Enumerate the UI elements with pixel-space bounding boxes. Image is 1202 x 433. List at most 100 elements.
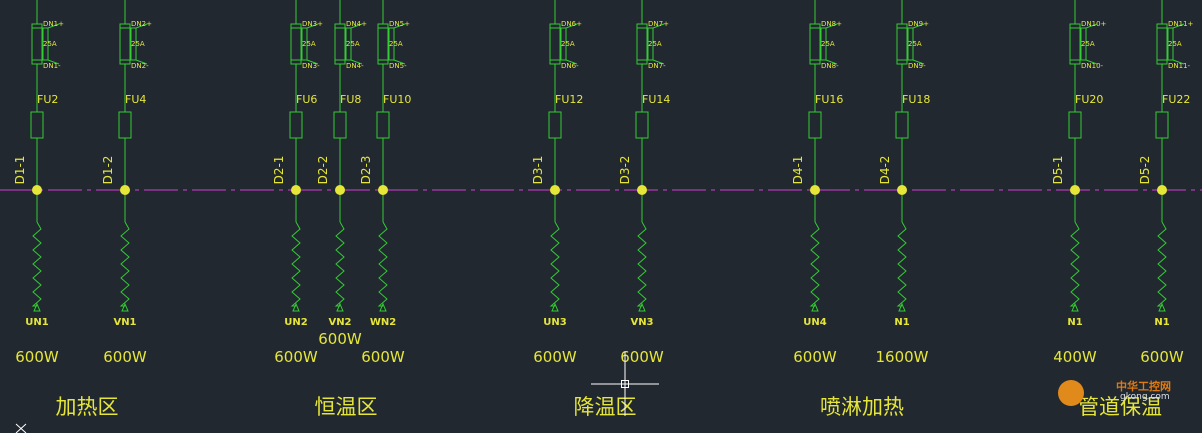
- rating-label: 25A: [1168, 40, 1182, 48]
- junction-dot: [1157, 185, 1167, 195]
- terminal-leader: [1172, 23, 1185, 29]
- breaker-contact: [560, 27, 567, 61]
- terminal-bottom-label: DN11-: [1168, 62, 1191, 70]
- terminal-block: [334, 23, 346, 65]
- gear-logo-icon: [1058, 380, 1084, 406]
- crosshair-cursor: [591, 352, 659, 416]
- fuse-symbol: [548, 111, 562, 139]
- fuse-label: FU14: [642, 93, 670, 106]
- breaker-contact: [1080, 27, 1087, 61]
- zone-label: 恒温区: [315, 395, 378, 419]
- terminal-top-label: DN6+: [561, 20, 582, 28]
- power-label: 600W: [793, 348, 837, 366]
- breaker-contact: [820, 27, 827, 61]
- heater-resistor: [119, 221, 130, 307]
- fuse-symbol: [118, 111, 132, 139]
- terminal-bottom-label: DN10-: [1081, 62, 1104, 70]
- breaker-contact: [301, 27, 308, 61]
- terminal-triangle: [898, 302, 906, 312]
- breaker-contact: [42, 27, 49, 61]
- wire-number-label: D4-2: [878, 156, 892, 185]
- terminal-triangle: [336, 302, 344, 312]
- power-label: 600W: [103, 348, 147, 366]
- power-label: 600W: [274, 348, 318, 366]
- junction-dot: [1070, 185, 1080, 195]
- terminal-top-label: DN1+: [43, 20, 64, 28]
- rating-label: 25A: [908, 40, 922, 48]
- wire-number-label: D2-3: [359, 156, 373, 185]
- power-label: 600W: [1140, 348, 1184, 366]
- phase-label: N1: [894, 317, 909, 328]
- terminal-triangle: [551, 302, 559, 312]
- power-label: 600W: [533, 348, 577, 366]
- breaker-contact: [907, 27, 914, 61]
- terminal-leader: [1172, 59, 1185, 65]
- terminal-leader: [912, 23, 925, 29]
- terminal-leader: [565, 59, 578, 65]
- power-label: 600W: [620, 348, 664, 366]
- terminal-triangle: [1158, 302, 1166, 312]
- terminal-leader: [306, 59, 319, 65]
- terminal-top-label: DN4+: [346, 20, 367, 28]
- terminal-bottom-label: DN4-: [346, 62, 364, 70]
- watermark-url: gkong.com: [1120, 392, 1170, 402]
- terminal-block: [377, 23, 389, 65]
- power-label: 600W: [318, 330, 362, 348]
- terminal-leader: [350, 59, 363, 65]
- breaker-contact: [647, 27, 654, 61]
- terminal-block: [119, 23, 131, 65]
- rating-label: 25A: [302, 40, 316, 48]
- terminal-block: [31, 23, 43, 65]
- phase-label: VN1: [113, 317, 136, 328]
- terminal-leader: [1085, 59, 1098, 65]
- fuse-symbol: [895, 111, 909, 139]
- fuse-symbol: [376, 111, 390, 139]
- wire-number-label: D1-1: [13, 156, 27, 185]
- terminal-bottom-label: DN7-: [648, 62, 666, 70]
- terminal-block: [809, 23, 821, 65]
- terminal-leader: [1085, 23, 1098, 29]
- fuse-label: FU20: [1075, 93, 1103, 106]
- heater-resistor: [549, 221, 560, 307]
- terminal-bottom-label: DN8-: [821, 62, 839, 70]
- junction-dot: [378, 185, 388, 195]
- phase-label: WN2: [370, 317, 396, 328]
- terminal-bottom-label: DN3-: [302, 62, 320, 70]
- terminal-triangle: [33, 302, 41, 312]
- junction-dot: [335, 185, 345, 195]
- fuse-label: FU12: [555, 93, 583, 106]
- rating-label: 25A: [561, 40, 575, 48]
- heater-resistor: [334, 221, 345, 307]
- terminal-block: [1156, 23, 1168, 65]
- power-label: 600W: [361, 348, 405, 366]
- junction-dot: [550, 185, 560, 195]
- fuse-label: FU22: [1162, 93, 1190, 106]
- heater-resistor: [290, 221, 301, 307]
- fuse-symbol: [333, 111, 347, 139]
- terminal-leader: [652, 23, 665, 29]
- terminal-leader: [135, 59, 148, 65]
- fuse-label: FU18: [902, 93, 930, 106]
- breaker-contact: [130, 27, 137, 61]
- wire-number-label: D2-2: [316, 156, 330, 185]
- power-label: 400W: [1053, 348, 1097, 366]
- heater-resistor: [896, 221, 907, 307]
- fuse-label: FU6: [296, 93, 317, 106]
- terminal-triangle: [292, 302, 300, 312]
- terminal-block: [896, 23, 908, 65]
- phase-label: N1: [1154, 317, 1169, 328]
- terminal-block: [290, 23, 302, 65]
- heater-resistor: [1069, 221, 1080, 307]
- terminal-leader: [652, 59, 665, 65]
- terminal-leader: [306, 23, 319, 29]
- fuse-symbol: [808, 111, 822, 139]
- terminal-leader: [393, 59, 406, 65]
- terminal-triangle: [1071, 302, 1079, 312]
- fuse-label: FU8: [340, 93, 361, 106]
- terminal-top-label: DN9+: [908, 20, 929, 28]
- terminal-block: [1069, 23, 1081, 65]
- fuse-label: FU4: [125, 93, 146, 106]
